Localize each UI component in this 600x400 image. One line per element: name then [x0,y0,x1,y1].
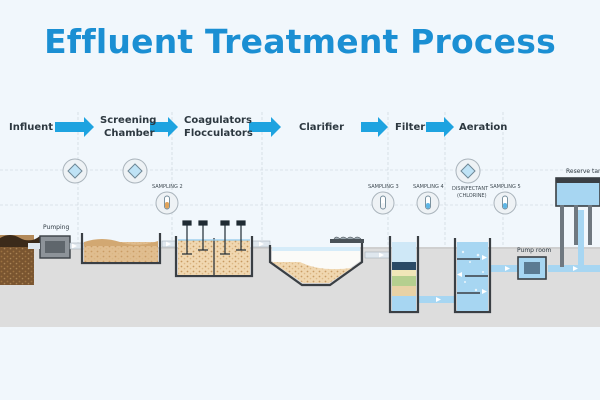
sampling-2-label: SAMPLING 2 [152,184,183,190]
aeration-tank [453,238,492,314]
arrow-1 [55,117,94,137]
sampling-4-label: SAMPLING 4 [413,184,444,190]
arrow-3 [249,117,281,137]
coagulation-tank [174,236,254,278]
filter-tank [388,236,420,314]
sampling-3-label: SAMPLING 3 [368,184,399,190]
page-title: Effluent Treatment Process [44,22,556,61]
stage-arrows [55,117,454,137]
pumping-box [39,235,71,259]
diamond-sensor-icons [62,158,481,184]
mixer-icons [182,220,246,255]
influent-pit [0,235,40,285]
pumping-label: Pumping [43,224,70,231]
stage-aeration: Aeration [459,122,508,133]
pump-room-label: Pump room [517,247,552,254]
disinfectant-label-2: (CHLORINE) [457,193,487,199]
reserve-tank-label: Reserve tank [566,168,600,175]
disinfectant-label-1: DISINFECTANT [452,186,489,192]
stage-clarifier: Clarifier [299,122,344,133]
screening-chamber [80,233,162,265]
flow-arrows [72,241,578,302]
scraper-icon [330,236,364,243]
arrow-2 [150,117,178,137]
stage-filter: Filter [395,122,426,133]
sampling-5-label: SAMPLING 5 [490,184,521,190]
reserve-tank [555,177,600,272]
arrow-4 [361,117,388,137]
stage-influent: Influent [9,122,54,133]
stage-screening-line-1: Screening [100,115,157,126]
clarifier-tank [268,241,364,287]
stage-flocculators: Flocculators [184,128,253,139]
arrow-5 [426,117,454,137]
test-tube-icons [155,191,517,215]
pump-room-box [517,256,547,280]
stage-screening-line-2: Chamber [104,128,155,139]
stage-coagulators: Coagulators [184,115,252,126]
